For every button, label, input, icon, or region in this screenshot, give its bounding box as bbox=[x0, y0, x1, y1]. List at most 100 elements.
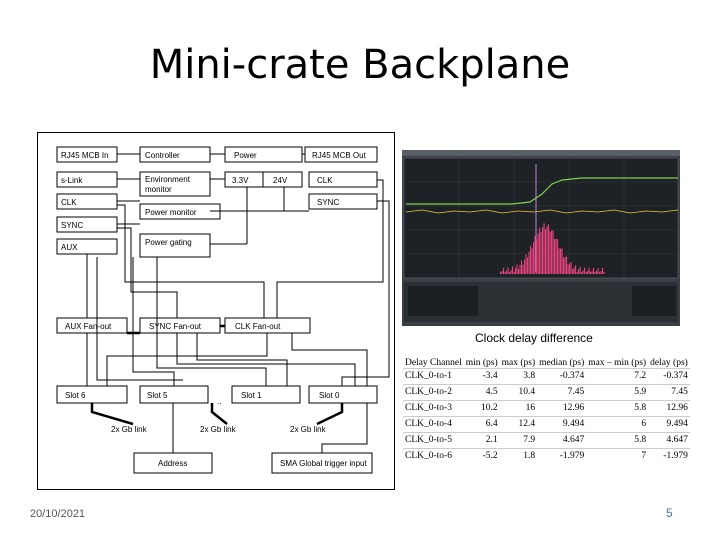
histogram-bar bbox=[573, 267, 575, 274]
histogram-bar bbox=[560, 248, 562, 274]
environment-monitor-box bbox=[139, 171, 211, 197]
table-cell: 10.2 bbox=[463, 400, 500, 417]
gigabit-links bbox=[90, 324, 344, 426]
power-monitor-label: Power monitor bbox=[145, 208, 197, 217]
slide-title: Mini-crate Backplane bbox=[149, 42, 571, 88]
scope-thumbnail-left bbox=[408, 286, 478, 316]
histogram-bar bbox=[563, 257, 565, 274]
histogram-bar bbox=[564, 257, 566, 274]
aux-fanout-label: AUX Fan-out bbox=[65, 322, 112, 331]
histogram-bar bbox=[533, 242, 535, 274]
histogram-bar bbox=[599, 272, 601, 274]
table-cell: 5.9 bbox=[586, 384, 649, 401]
table-cell: -0.374 bbox=[648, 368, 690, 385]
page-number: 5 bbox=[666, 506, 673, 520]
oscilloscope-screenshot bbox=[402, 150, 680, 326]
header-delay-channel: Delay Channel bbox=[405, 358, 462, 368]
controller-label: Controller bbox=[145, 151, 180, 160]
histogram-bar bbox=[576, 271, 578, 274]
slot-ellipsis: .. bbox=[217, 397, 221, 406]
table-cell: 12.96 bbox=[648, 400, 690, 417]
aux-fanout-box bbox=[56, 317, 128, 334]
histogram-bar bbox=[527, 257, 529, 274]
table-cell: -1.979 bbox=[648, 448, 690, 464]
histogram-bar bbox=[504, 272, 506, 274]
histogram-bar bbox=[588, 267, 590, 274]
table-cell: -3.4 bbox=[463, 368, 500, 385]
aux-label: AUX bbox=[61, 243, 78, 252]
table-cell: 7.45 bbox=[537, 384, 587, 401]
histogram-bar bbox=[521, 260, 523, 274]
histogram-bar bbox=[585, 272, 587, 274]
histogram-bar bbox=[522, 264, 524, 274]
environment-monitor-label-2: monitor bbox=[145, 185, 172, 194]
histogram-bar bbox=[554, 238, 556, 274]
24v-label: 24V bbox=[273, 176, 288, 185]
table-cell: 4.647 bbox=[537, 432, 587, 449]
histogram-bar bbox=[561, 248, 563, 274]
scope-trace-green bbox=[406, 177, 678, 205]
clk-out-label: CLK bbox=[317, 176, 333, 185]
histogram-bar bbox=[503, 267, 505, 274]
clock-delay-table: Delay Channel min (ps) max (ps) median (… bbox=[403, 358, 690, 464]
histogram-bar bbox=[567, 264, 569, 274]
table-cell: 3.8 bbox=[499, 368, 538, 385]
slot-1-label: Slot 1 bbox=[241, 391, 262, 400]
table-cell: 4.647 bbox=[648, 432, 690, 449]
clk-in-label: CLK bbox=[61, 198, 77, 207]
table-cell: 2.1 bbox=[463, 432, 500, 449]
slot-5-label: Slot 5 bbox=[147, 391, 168, 400]
histogram-bar bbox=[582, 270, 584, 274]
histogram-bar bbox=[578, 269, 580, 274]
table-cell: 12.96 bbox=[537, 400, 587, 417]
sync-in-label: SYNC bbox=[61, 221, 83, 230]
power-gating-box bbox=[139, 233, 211, 258]
histogram-bar bbox=[603, 272, 605, 274]
3v3-label: 3.3V bbox=[232, 176, 249, 185]
table-cell: CLK_0-to-6 bbox=[403, 448, 464, 464]
histogram-bar bbox=[594, 272, 596, 274]
sync-out-label: SYNC bbox=[317, 198, 339, 207]
scope-trace-yellow bbox=[405, 209, 679, 214]
s-link-label: s-Link bbox=[61, 176, 83, 185]
gb-link-left-label: 2x Gb link bbox=[111, 425, 148, 434]
table-cell: 6.4 bbox=[463, 416, 500, 433]
table-cell: -5.2 bbox=[463, 448, 500, 464]
histogram-bar bbox=[518, 269, 520, 274]
histogram-bar bbox=[596, 270, 598, 274]
table-cell: CLK_0-to-5 bbox=[403, 432, 464, 449]
histogram-bar bbox=[537, 233, 539, 274]
table-cell: 10.4 bbox=[499, 384, 538, 401]
histogram-bar bbox=[510, 269, 512, 274]
environment-monitor-label-1: Environment bbox=[145, 175, 191, 184]
histogram-bar bbox=[501, 270, 503, 274]
histogram-bar bbox=[524, 259, 526, 274]
histogram-bar bbox=[509, 272, 511, 274]
histogram-bar bbox=[597, 267, 599, 274]
clock-delay-title: Clock delay difference bbox=[475, 331, 593, 345]
header-max-min: max – min (ps) bbox=[588, 358, 647, 368]
table-cell: 7.2 bbox=[586, 368, 649, 385]
histogram-bar bbox=[525, 254, 527, 274]
scope-histogram bbox=[500, 223, 605, 274]
histogram-bar bbox=[539, 227, 541, 274]
histogram-bar bbox=[548, 224, 550, 274]
table-cell: CLK_0-to-4 bbox=[403, 416, 464, 433]
histogram-bar bbox=[557, 239, 559, 274]
table-cell: 5.8 bbox=[586, 432, 649, 449]
table-cell: -0.374 bbox=[537, 368, 587, 385]
histogram-bar bbox=[552, 230, 554, 274]
histogram-bar bbox=[569, 263, 571, 274]
gb-link-mid-label: 2x Gb link bbox=[200, 425, 237, 434]
table-cell: 16 bbox=[499, 400, 538, 417]
histogram-bar bbox=[546, 226, 548, 274]
slot-0-label: Slot 0 bbox=[319, 391, 340, 400]
table-cell: CLK_0-to-3 bbox=[403, 400, 464, 417]
histogram-bar bbox=[519, 264, 521, 274]
slide-date: 20/10/2021 bbox=[30, 508, 86, 520]
histogram-bar bbox=[528, 251, 530, 274]
